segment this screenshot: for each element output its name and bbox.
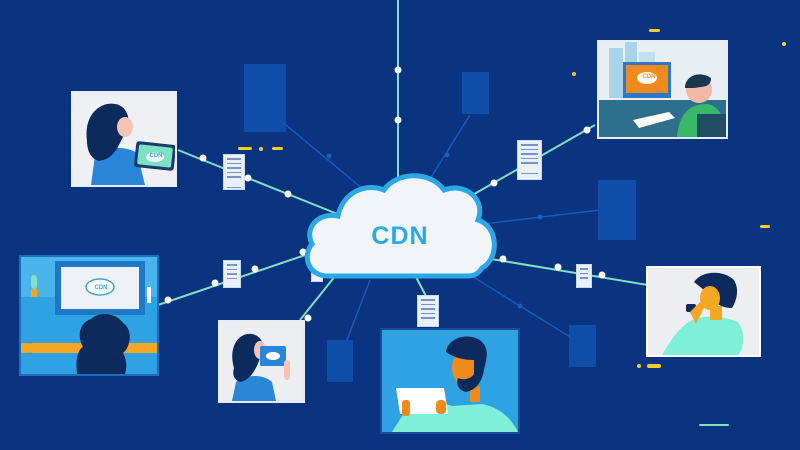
server-icon — [223, 260, 241, 288]
client-girl-tablet — [218, 320, 305, 403]
client-woman-phone — [646, 266, 761, 357]
screen-label: CDN — [94, 285, 108, 291]
person-tv-illustration — [21, 257, 157, 374]
bearded-man-illustration — [392, 336, 518, 432]
accent-line — [699, 424, 729, 426]
woman-tablet-illustration — [86, 103, 175, 185]
client-person-tv: CDN — [19, 255, 159, 376]
girl-tablet-illustration — [232, 333, 290, 401]
accent-dot — [572, 72, 576, 76]
woman-phone-illustration — [662, 272, 744, 355]
server-icon — [417, 295, 439, 327]
accent-dash — [760, 225, 770, 228]
server-icon — [517, 140, 542, 180]
accent-dash — [649, 29, 660, 32]
ghost-server-block — [462, 72, 489, 114]
ghost-server-block — [327, 340, 353, 382]
screen-label: CDN — [642, 74, 656, 80]
screen-label: CDN — [149, 153, 163, 159]
accent-dot — [637, 364, 641, 368]
ghost-server-block — [569, 325, 596, 367]
accent-dash — [272, 147, 283, 150]
cdn-label: CDN — [371, 222, 429, 250]
client-woman-tablet: CDN — [71, 91, 177, 187]
server-icon — [223, 154, 245, 190]
client-man-desktop: CDN — [597, 40, 728, 139]
accent-dash — [238, 147, 252, 150]
accent-dash — [647, 364, 661, 368]
ghost-server-block — [598, 180, 636, 240]
man-desktop-illustration — [599, 42, 726, 137]
cdn-cloud-icon — [304, 173, 497, 279]
accent-dot — [782, 42, 786, 46]
accent-dot — [259, 147, 263, 151]
server-icon — [576, 264, 592, 288]
client-bearded-man-tablet — [380, 328, 520, 434]
ghost-server-block — [244, 64, 286, 132]
